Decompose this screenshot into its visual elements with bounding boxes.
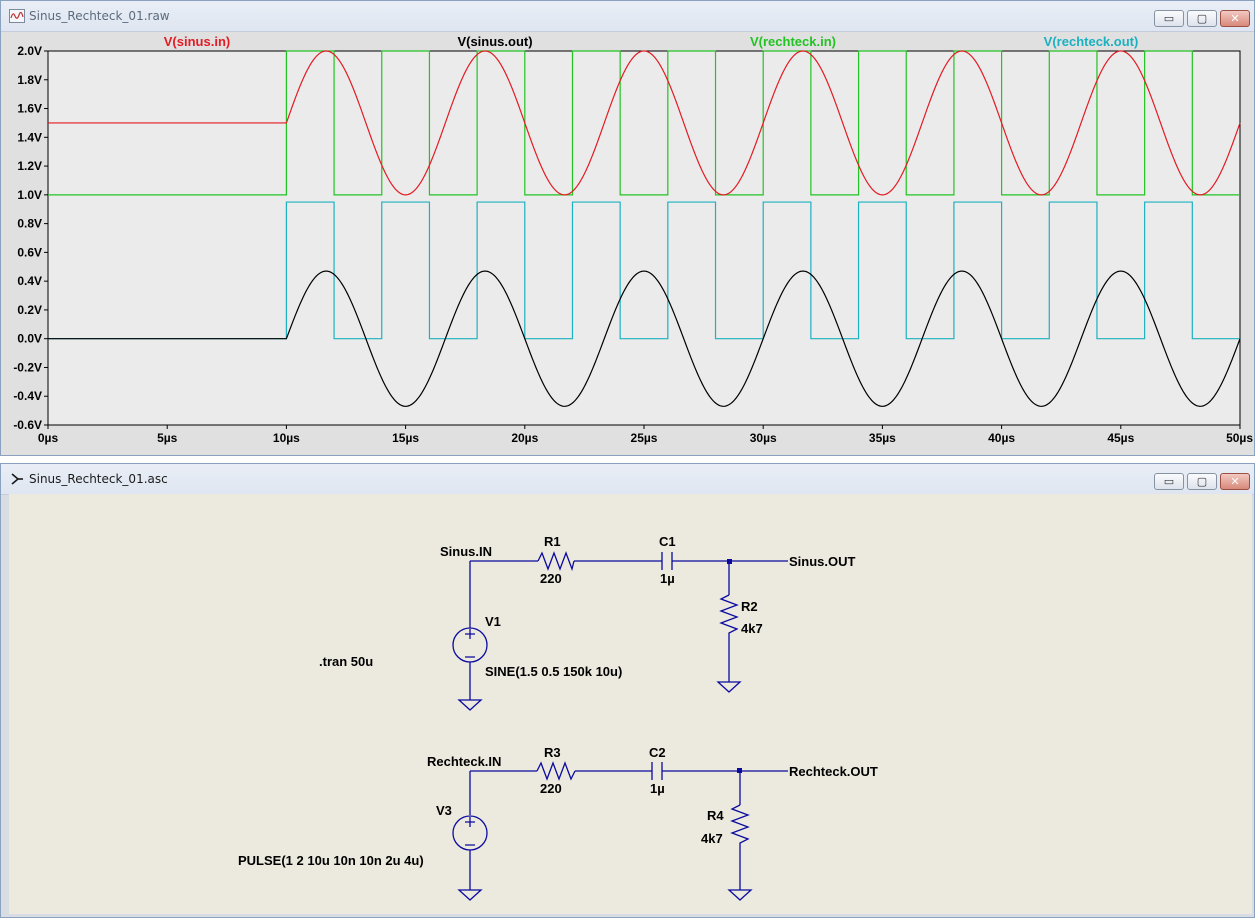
x-tick-label: 35µs (869, 431, 896, 445)
close-icon: ✕ (1230, 12, 1240, 25)
capacitor-c2[interactable] (651, 762, 663, 780)
x-tick-label: 15µs (392, 431, 419, 445)
r2-value[interactable]: 4k7 (741, 621, 763, 636)
x-tick-label: 30µs (750, 431, 777, 445)
close-button[interactable]: ✕ (1220, 473, 1250, 490)
legend-rechteck-out[interactable]: V(rechteck.out) (1044, 34, 1139, 49)
junction-dot (727, 559, 732, 564)
minimize-button[interactable]: ▭ (1154, 10, 1184, 27)
restore-icon: ▢ (1196, 12, 1208, 25)
restore-icon: ▢ (1196, 475, 1208, 488)
legend-sinus-in[interactable]: V(sinus.in) (164, 34, 230, 49)
y-tick-label: -0.6V (13, 418, 42, 432)
v1-value[interactable]: SINE(1.5 0.5 150k 10u) (485, 664, 622, 679)
y-tick-label: 0.0V (17, 332, 42, 346)
source-v3[interactable] (452, 815, 488, 851)
y-tick-label: 0.8V (17, 217, 42, 231)
minimize-button[interactable]: ▭ (1154, 473, 1184, 490)
y-tick-label: 0.4V (17, 274, 42, 288)
x-tick-label: 10µs (273, 431, 300, 445)
wire[interactable] (469, 770, 788, 890)
y-tick-label: 0.6V (17, 245, 42, 259)
x-axis: 0µs 5µs 10µs 15µs 20µs 25µs 30µs 35µs 40µs 45µs 50… (38, 425, 1253, 445)
legend-rechteck-in[interactable]: V(rechteck.in) (750, 34, 836, 49)
ground-icon (457, 699, 483, 711)
ground-icon (727, 889, 753, 901)
v1-name[interactable]: V1 (485, 614, 501, 629)
r1-name[interactable]: R1 (544, 534, 561, 549)
ground-icon (457, 889, 483, 901)
x-tick-label: 5µs (157, 431, 178, 445)
v3-value[interactable]: PULSE(1 2 10u 10n 10n 2u 4u) (238, 853, 424, 868)
trace-sinus-out[interactable] (48, 270, 1241, 407)
tran-directive[interactable]: .tran 50u (319, 654, 373, 669)
net-label-rechteck-out[interactable]: Rechteck.OUT (789, 764, 878, 779)
waveform-app-icon (9, 9, 25, 23)
waveform-plot[interactable]: 2.0V 1.8V 1.6V 1.4V 1.2V 1.0V 0.8V 0.6V 0.4V 0.2V… (1, 32, 1254, 455)
x-tick-label: 0µs (38, 431, 59, 445)
close-button[interactable]: ✕ (1220, 10, 1250, 27)
schematic-titlebar[interactable]: Sinus_Rechteck_01.asc ▭ ▢ ✕ (1, 464, 1254, 495)
minimize-icon: ▭ (1163, 12, 1175, 25)
y-tick-label: -0.2V (13, 360, 42, 374)
y-tick-label: 1.4V (17, 130, 42, 144)
y-tick-label: 1.8V (17, 73, 42, 87)
resistor-r3[interactable] (536, 761, 576, 781)
restore-button[interactable]: ▢ (1187, 10, 1217, 27)
r3-name[interactable]: R3 (544, 745, 561, 760)
x-tick-label: 50µs (1226, 431, 1253, 445)
schematic-window-title: Sinus_Rechteck_01.asc (29, 472, 168, 486)
r4-value[interactable]: 4k7 (701, 831, 723, 846)
c2-value[interactable]: 1µ (650, 781, 665, 796)
c1-name[interactable]: C1 (659, 534, 676, 549)
resistor-r2[interactable] (719, 594, 739, 640)
x-tick-label: 45µs (1107, 431, 1134, 445)
ground-icon (716, 681, 742, 693)
x-tick-label: 40µs (988, 431, 1015, 445)
net-label-rechteck-in[interactable]: Rechteck.IN (427, 754, 501, 769)
y-tick-label: 2.0V (17, 44, 42, 58)
waveform-window: Sinus_Rechteck_01.raw ▭ ▢ ✕ 2.0V 1.8V 1.6V… (0, 0, 1255, 456)
waveform-titlebar[interactable]: Sinus_Rechteck_01.raw ▭ ▢ ✕ (1, 1, 1254, 32)
r3-value[interactable]: 220 (540, 781, 562, 796)
c1-value[interactable]: 1µ (660, 571, 675, 586)
trace-sinus-in[interactable] (48, 50, 1241, 196)
legend: V(sinus.in) V(sinus.out) V(rechteck.in) … (164, 34, 1139, 49)
close-icon: ✕ (1230, 475, 1240, 488)
y-tick-label: 0.2V (17, 303, 42, 317)
c2-name[interactable]: C2 (649, 745, 666, 760)
plot-frame[interactable] (47, 50, 1241, 426)
traces (48, 50, 1241, 407)
y-axis: 2.0V 1.8V 1.6V 1.4V 1.2V 1.0V 0.8V 0.6V 0.4V 0.2V… (13, 44, 48, 432)
legend-sinus-out[interactable]: V(sinus.out) (457, 34, 532, 49)
net-label-sinus-out[interactable]: Sinus.OUT (789, 554, 856, 569)
resistor-r1[interactable] (537, 551, 575, 572)
x-tick-label: 20µs (511, 431, 538, 445)
junction-dot (737, 768, 742, 773)
y-tick-label: 1.6V (17, 102, 42, 116)
schematic-app-icon (11, 473, 23, 485)
resistor-r4[interactable] (730, 804, 750, 850)
r1-value[interactable]: 220 (540, 571, 562, 586)
trace-rechteck-out[interactable] (48, 201, 1240, 340)
restore-button[interactable]: ▢ (1187, 473, 1217, 490)
waveform-window-title: Sinus_Rechteck_01.raw (29, 9, 170, 23)
minimize-icon: ▭ (1163, 475, 1175, 488)
schematic-canvas[interactable]: Sinus.IN Sinus.OUT R1 220 C1 1µ R2 4k7 V… (9, 494, 1252, 914)
y-tick-label: -0.4V (13, 389, 42, 403)
x-tick-label: 25µs (631, 431, 658, 445)
source-v1[interactable] (452, 627, 488, 663)
r2-name[interactable]: R2 (741, 599, 758, 614)
r4-name[interactable]: R4 (707, 808, 724, 823)
capacitor-c1[interactable] (661, 552, 673, 570)
y-tick-label: 1.0V (17, 188, 42, 202)
y-tick-label: 1.2V (17, 159, 42, 173)
trace-rechteck-in[interactable] (48, 50, 1240, 196)
net-label-sinus-in[interactable]: Sinus.IN (440, 544, 492, 559)
v3-name[interactable]: V3 (436, 803, 452, 818)
